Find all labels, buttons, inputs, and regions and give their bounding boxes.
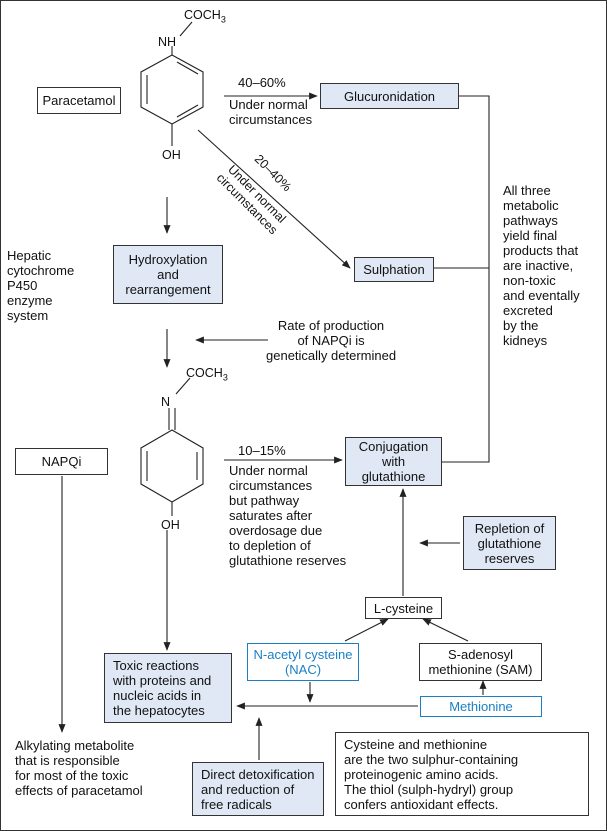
toxic-reactions-box: Toxic reactions with proteins and nuclei…	[104, 653, 232, 723]
napqi-coch3: COCH3	[186, 366, 228, 383]
napqi-coch3-bond	[175, 377, 191, 395]
conjugation-box: Conjugation with glutathione	[345, 437, 442, 486]
direct-detoxification-box: Direct detoxification and reduction of f…	[192, 762, 324, 816]
paracetamol-nh: NH	[158, 35, 177, 49]
l-cysteine-box: L-cysteine	[365, 597, 442, 619]
paracetamol-coch3-bond	[179, 21, 193, 37]
glucuronidation-condition: Under normal circumstances	[229, 97, 313, 127]
paracetamol-oh: OH	[162, 148, 181, 162]
napqi-oh: OH	[161, 518, 180, 532]
note-box: Cysteine and methionine are the two sulp…	[335, 732, 589, 816]
hepatic-cytochrome-label: Hepatic cytochrome P450 enzyme system	[7, 248, 75, 323]
paracetamol-ring	[140, 54, 204, 125]
paracetamol-label-box: Paracetamol	[37, 87, 121, 114]
glucuronidation-percent: 40–60%	[238, 75, 286, 90]
bracket-excretion	[442, 95, 490, 463]
paracetamol-coch3: COCH3	[184, 8, 226, 25]
napqi-n: N	[161, 395, 171, 409]
arrow-nac-to-lcysteine	[344, 618, 389, 642]
rate-label: Rate of production of NAPQi is genetical…	[266, 318, 397, 363]
repletion-box: Repletion of glutathione reserves	[463, 516, 556, 570]
conjugation-condition: Under normal circumstances but pathway s…	[229, 463, 347, 568]
nac-box: N-acetyl cysteine (NAC)	[247, 643, 359, 681]
hydroxylation-box: Hydroxylation and rearrangement	[113, 245, 223, 304]
arrow-sam-to-lcysteine	[422, 618, 469, 642]
conjugation-percent: 10–15%	[238, 443, 286, 458]
alkylating-label: Alkylating metabolite that is responsibl…	[15, 738, 143, 798]
napqi-label-box: NAPQi	[15, 448, 108, 475]
glucuronidation-box: Glucuronidation	[320, 83, 459, 109]
sam-box: S-adenosyl methionine (SAM)	[419, 643, 542, 681]
excretion-label: All three metabolic pathways yield final…	[503, 183, 580, 348]
arrow-to-sulphation	[197, 129, 351, 269]
napqi-ring	[140, 429, 204, 503]
methionine-box: Methionine	[420, 696, 542, 717]
sulphation-box: Sulphation	[354, 257, 434, 282]
